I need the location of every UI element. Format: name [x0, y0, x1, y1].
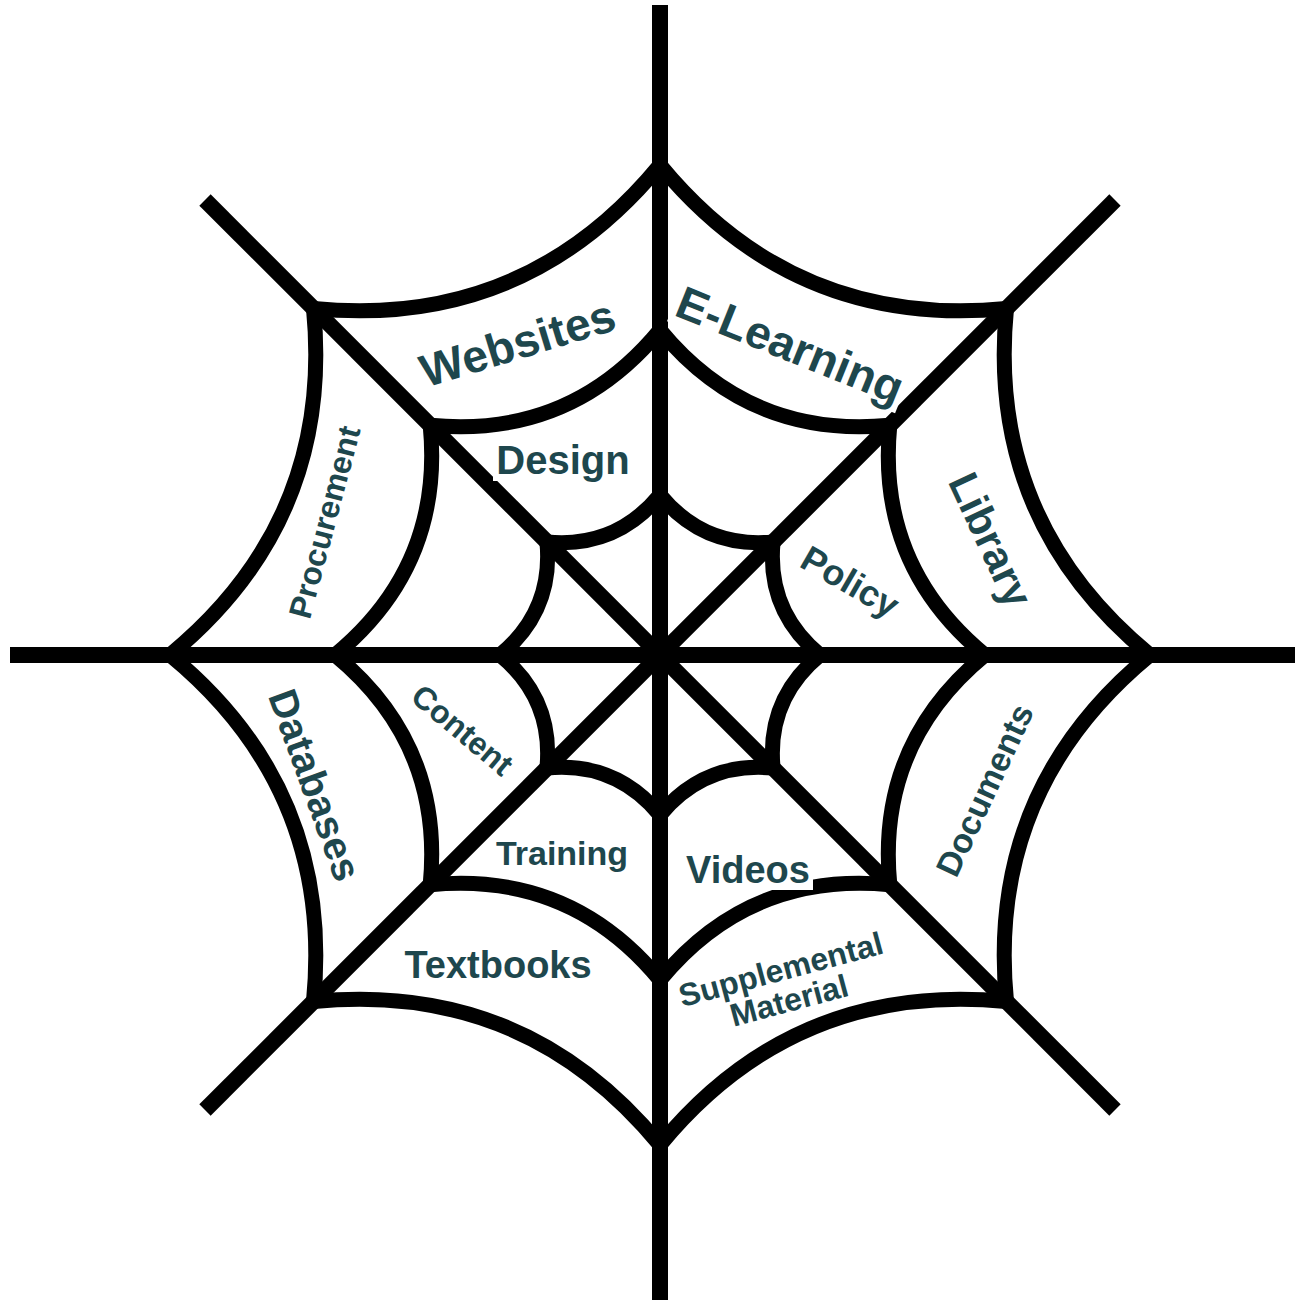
web-label: Policy	[792, 538, 908, 627]
web-ring	[547, 767, 660, 815]
web-ring	[547, 495, 660, 543]
web-ring	[772, 655, 820, 768]
web-spoke	[205, 200, 1115, 1110]
web-label: Textbooks	[401, 945, 594, 985]
web-ring	[660, 767, 773, 815]
web-label: Documents	[928, 696, 1041, 884]
web-label: Design	[493, 439, 632, 481]
web-ring	[314, 999, 661, 1145]
web-ring	[500, 542, 548, 655]
web-ring	[314, 165, 661, 311]
web-ring	[660, 495, 773, 543]
web-label: Videos	[683, 850, 813, 890]
web-ring	[660, 999, 1007, 1145]
web-spoke	[205, 200, 1115, 1110]
web-label: Training	[493, 835, 631, 871]
web-label: Procurement	[282, 419, 367, 624]
